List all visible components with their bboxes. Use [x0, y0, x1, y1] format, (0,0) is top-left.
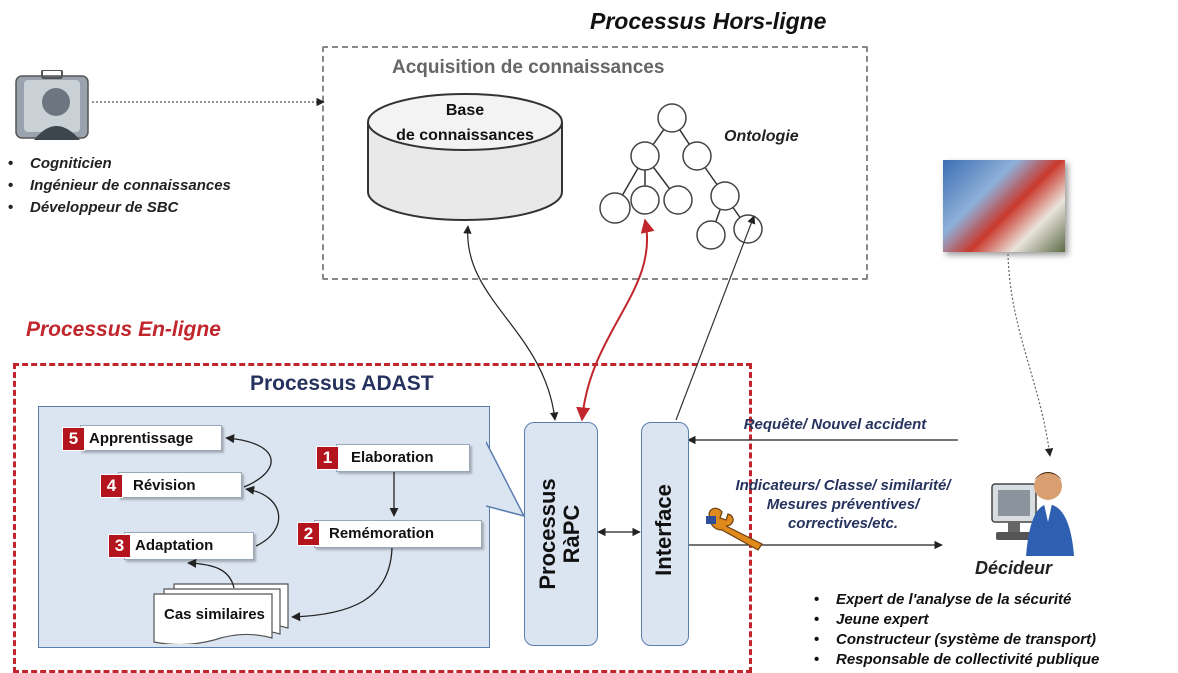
online-process-box: [13, 363, 752, 673]
role-item: Cogniticien: [6, 153, 231, 175]
rapc-label-line2: RàPC: [559, 504, 584, 564]
knowledge-base-cylinder: [367, 93, 563, 221]
results-line: Mesures préventives/: [766, 496, 920, 513]
interface-box: [641, 422, 689, 646]
role-item: Ingénieur de connaissances: [6, 175, 231, 197]
request-message: Requête/ Nouvel accident: [743, 416, 927, 433]
role-item: Responsable de collectivité publique: [812, 650, 1099, 670]
decision-maker-user-icon: [991, 472, 1074, 556]
offline-process-title: Processus Hors-ligne: [590, 8, 827, 34]
rapc-process-label: Processus RàPC: [535, 424, 584, 644]
similar-cases-documents: [153, 583, 289, 644]
engineer-user-icon: [15, 70, 89, 140]
online-process-title: Processus En-ligne: [26, 318, 221, 341]
step-number-badge: 5: [62, 427, 85, 451]
step-rememoration: Remémoration: [314, 520, 482, 548]
results-line: Indicateurs/ Classe/ similarité/: [735, 477, 951, 494]
role-item: Développeur de SBC: [6, 197, 231, 219]
callout-pointer: [486, 441, 526, 518]
step-elaboration: Elaboration: [336, 444, 470, 472]
step-number-badge: 1: [316, 446, 339, 470]
wrench-icon: [706, 507, 763, 551]
results-message: Indicateurs/ Classe/ similarité/ Mesures…: [698, 476, 988, 533]
kb-label-line1: Base: [445, 102, 485, 119]
similar-cases-label: Cas similaires: [164, 606, 265, 623]
acquisition-title: Acquisition de connaissances: [392, 57, 665, 78]
rapc-label-line1: Processus: [535, 478, 560, 590]
kb-label-line2: de connaissances: [396, 127, 534, 144]
role-item: Jeune expert: [812, 610, 1099, 630]
step-revision: Révision: [118, 472, 242, 498]
step-number-badge: 2: [297, 522, 320, 546]
decision-maker-roles-list: Expert de l'analyse de la sécurité Jeune…: [812, 590, 1099, 670]
accident-photo: [943, 160, 1065, 252]
knowledge-base-label: Base de connaissances: [380, 98, 550, 148]
results-line: correctives/etc.: [787, 515, 899, 532]
decision-maker-label: Décideur: [975, 558, 1053, 578]
step-apprentissage: Apprentissage: [80, 425, 222, 451]
engineer-roles-list: Cogniticien Ingénieur de connaissances D…: [6, 153, 231, 219]
step-number-badge: 3: [108, 534, 131, 558]
ontology-tree: [599, 103, 763, 250]
rapc-process-box: [524, 422, 598, 646]
ontology-label: Ontologie: [724, 128, 799, 145]
role-item: Expert de l'analyse de la sécurité: [812, 590, 1099, 610]
interface-label: Interface: [651, 484, 676, 576]
role-item: Constructeur (système de transport): [812, 630, 1099, 650]
step-number-badge: 4: [100, 474, 123, 498]
step-adaptation: Adaptation: [124, 532, 254, 560]
adast-process-title: Processus ADAST: [250, 372, 434, 395]
